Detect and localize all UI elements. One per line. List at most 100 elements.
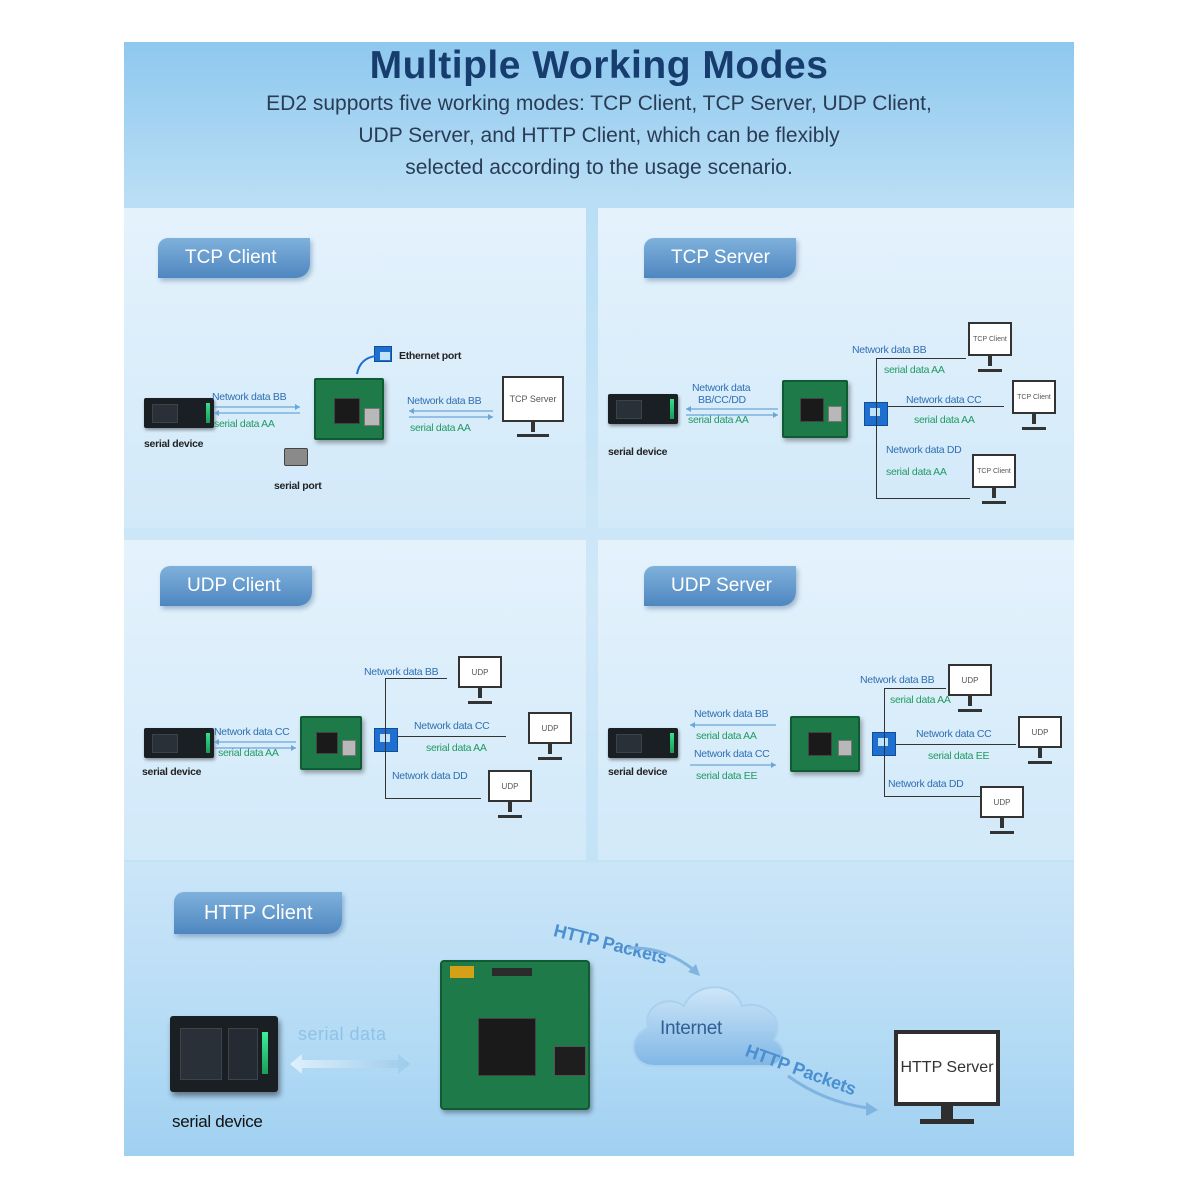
serial-device-label: serial device	[144, 438, 204, 450]
tcp-client-monitor-1: TCP Client	[968, 322, 1012, 366]
page-subtitle: ED2 supports five working modes: TCP Cli…	[124, 88, 1074, 184]
monitor-stand	[1028, 761, 1052, 764]
udp-client-tag: UDP Client	[160, 566, 312, 606]
tcp-server-panel: TCP Server serial device Network data BB…	[598, 208, 1074, 528]
right-arrows	[409, 408, 493, 420]
branch-1-line	[876, 358, 966, 359]
poster: Multiple Working Modes ED2 supports five…	[124, 42, 1074, 1156]
branch-3-line	[884, 796, 980, 797]
ed2-module-icon	[440, 960, 590, 1110]
branch-3-network: Network data DD	[392, 770, 468, 782]
branch-1-serial: serial data AA	[884, 364, 945, 376]
branch-2-serial: serial data AA	[914, 414, 975, 426]
tcp-client-panel: TCP Client serial device Network data BB…	[124, 208, 586, 528]
serial-device-icon	[144, 728, 214, 758]
monitor-stand	[498, 815, 522, 818]
tcp-client-tag: TCP Client	[158, 238, 310, 278]
monitor-stand	[982, 501, 1006, 504]
left-serial-label: serial data AA	[218, 747, 279, 759]
left-arrows	[214, 404, 300, 416]
left-serial-label-1: serial data AA	[696, 730, 757, 742]
subtitle-line: UDP Server, and HTTP Client, which can b…	[358, 124, 840, 147]
udp-server-tag: UDP Server	[644, 566, 796, 606]
ed2-module-icon	[782, 380, 848, 438]
monitor-neck	[941, 1106, 953, 1120]
internet-label: Internet	[660, 1018, 723, 1039]
branch-1-network: Network data BB	[364, 666, 439, 678]
branch-trunk	[876, 358, 877, 498]
right-serial-label: serial data AA	[410, 422, 471, 434]
branch-1-network: Network data BB	[860, 674, 935, 686]
branch-2-network: Network data CC	[916, 728, 992, 740]
serial-port-icon	[284, 448, 308, 466]
branch-1-line	[884, 688, 946, 689]
monitor-stand	[958, 709, 982, 712]
packets-top-arrow	[627, 946, 700, 976]
subtitle-line: ED2 supports five working modes: TCP Cli…	[266, 92, 932, 115]
left-network-label-2: Network data CC	[694, 748, 770, 760]
ed2-module-icon	[314, 378, 384, 440]
udp-monitor-1: UDP	[948, 664, 992, 706]
branch-3-network: Network data DD	[886, 444, 962, 456]
internet-cloud-icon	[632, 986, 785, 1068]
branch-3-line	[876, 498, 970, 499]
monitor-stand	[990, 831, 1014, 834]
serial-device-icon	[170, 1016, 278, 1092]
left-arrows	[686, 406, 778, 418]
left-network-label-1: Network data	[692, 382, 751, 394]
monitor-stand	[538, 757, 562, 760]
http-client-panel: HTTP Client serial device serial data HT…	[124, 862, 1074, 1156]
serial-data-arrow	[290, 1054, 410, 1074]
monitor-base	[920, 1119, 974, 1124]
branch-2-line	[398, 736, 506, 737]
left-serial-label-2: serial data EE	[696, 770, 758, 782]
ethernet-port-icon	[374, 346, 392, 362]
http-server-label: HTTP Server	[900, 1059, 994, 1076]
serial-device-label: serial device	[142, 766, 202, 778]
left-arrows-1	[690, 722, 776, 728]
branch-2-line	[888, 406, 1004, 407]
branch-1-network: Network data BB	[852, 344, 927, 356]
monitor-stand	[1022, 427, 1046, 430]
udp-monitor-3: UDP	[488, 770, 532, 812]
left-network-label: Network data CC	[214, 726, 290, 738]
branch-trunk	[385, 678, 386, 798]
branch-trunk	[884, 688, 885, 796]
serial-device-label: serial device	[608, 446, 668, 458]
left-serial-label: serial data AA	[214, 418, 275, 430]
branch-2-network: Network data CC	[906, 394, 982, 406]
serial-port-label: serial port	[274, 480, 322, 492]
http-server-monitor: HTTP Server	[894, 1030, 1000, 1106]
udp-monitor-2: UDP	[528, 712, 572, 754]
network-switch-icon	[374, 728, 398, 752]
left-arrows	[214, 739, 296, 751]
serial-device-icon	[608, 728, 678, 758]
monitor-stand	[468, 701, 492, 704]
branch-1-line	[385, 678, 447, 679]
monitor-stand	[978, 369, 1002, 372]
udp-client-panel: UDP Client serial device Network data CC…	[124, 540, 586, 860]
serial-device-label: serial device	[172, 1112, 263, 1131]
branch-1-serial: serial data AA	[890, 694, 951, 706]
left-arrows-2	[690, 762, 776, 768]
monitor-stand	[517, 434, 549, 437]
tcp-client-monitor-2: TCP Client	[1012, 380, 1056, 424]
branch-3-network: Network data DD	[888, 778, 964, 790]
ed2-module-icon	[300, 716, 362, 770]
serial-device-label: serial device	[608, 766, 668, 778]
packets-bottom-arrow	[787, 1074, 878, 1116]
branch-3-serial: serial data AA	[886, 466, 947, 478]
serial-device-icon	[144, 398, 214, 428]
left-serial-label: serial data AA	[688, 414, 749, 426]
right-network-label: Network data BB	[407, 395, 482, 407]
ethernet-port-label: Ethernet port	[399, 350, 462, 362]
tcp-server-monitor: TCP Server	[502, 376, 564, 432]
branch-3-line	[385, 798, 481, 799]
tcp-client-monitor-3: TCP Client	[972, 454, 1016, 498]
left-network-label-1: Network data BB	[694, 708, 769, 720]
page-title: Multiple Working Modes	[369, 44, 829, 87]
subtitle-line: selected according to the usage scenario…	[405, 156, 793, 179]
udp-monitor-2: UDP	[1018, 716, 1062, 758]
ed2-module-icon	[790, 716, 860, 772]
tcp-server-tag: TCP Server	[644, 238, 796, 278]
